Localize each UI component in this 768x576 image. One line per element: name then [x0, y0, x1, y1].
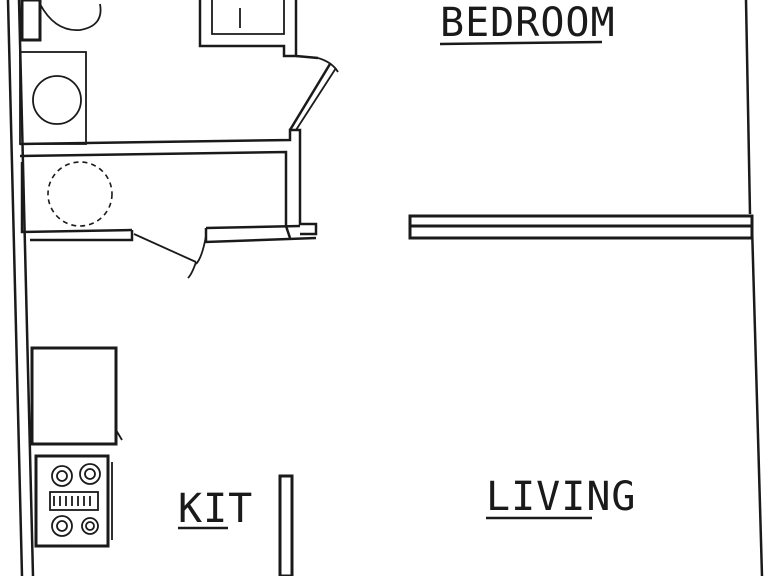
refrigerator [30, 346, 123, 446]
outer-wall-right [744, 0, 764, 576]
kitchen-label: KIT [178, 486, 253, 532]
stove [34, 454, 113, 548]
closet-cabinet [198, 0, 298, 58]
closet-door [133, 233, 207, 279]
hall-closet [20, 161, 317, 244]
room-labels: BEDROOM KIT LIVING [178, 0, 637, 532]
bedroom-door [288, 54, 339, 131]
bath-wall [19, 128, 318, 239]
living-label: LIVING [486, 474, 637, 520]
outer-wall-left [6, 0, 35, 576]
bedroom-living-wall [408, 214, 754, 240]
bedroom-label-underline [439, 40, 603, 46]
kitchen-divider [278, 474, 294, 576]
washer-unit [19, 51, 87, 145]
bedroom-label: BEDROOM [440, 0, 616, 46]
toilet [20, 0, 102, 42]
